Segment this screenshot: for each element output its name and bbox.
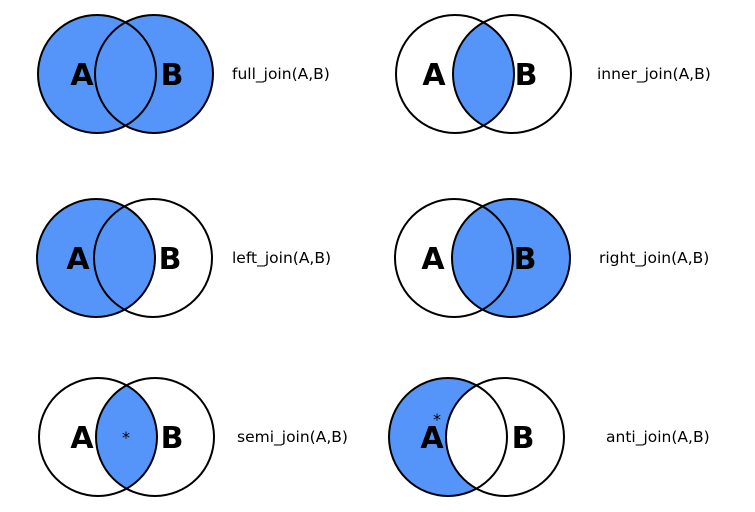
venn-anti-join: A B * — [388, 377, 565, 497]
set-b-label: B — [161, 58, 184, 93]
circle-b-outline — [94, 14, 214, 134]
a-minus-b-fill — [389, 378, 507, 496]
circle-b-fill — [95, 15, 213, 133]
circle-b-outline — [93, 198, 213, 318]
circle-b-fill — [452, 199, 570, 317]
circle-a-outline — [388, 377, 508, 497]
caption-full-join: full_join(A,B) — [232, 65, 330, 83]
venn-left-join: A B — [36, 198, 213, 318]
intersection-fill — [453, 15, 514, 133]
venn-semi-join: A B * — [38, 377, 215, 497]
set-a-label: A — [422, 58, 446, 93]
set-a-label: A — [420, 421, 444, 456]
circle-b-outline — [451, 198, 571, 318]
set-b-label: B — [161, 421, 184, 456]
venn-full-join: A B — [37, 14, 214, 134]
intersection-fill — [96, 378, 157, 496]
set-b-label: B — [159, 242, 182, 277]
venn-right-join: A B — [394, 198, 571, 318]
set-b-label: B — [515, 58, 538, 93]
caption-right-join: right_join(A,B) — [599, 249, 710, 267]
caption-semi-join: semi_join(A,B) — [237, 428, 348, 446]
circle-a-outline — [37, 14, 157, 134]
caption-anti-join: anti_join(A,B) — [606, 428, 710, 446]
caption-inner-join: inner_join(A,B) — [597, 65, 711, 83]
circle-a-outline — [395, 14, 515, 134]
circle-b-outline — [95, 377, 215, 497]
circle-a-outline — [394, 198, 514, 318]
set-b-label: B — [512, 421, 535, 456]
asterisk-marker: * — [122, 428, 130, 447]
circle-b-outline — [445, 377, 565, 497]
circle-a-outline — [38, 377, 158, 497]
circle-b-outline — [452, 14, 572, 134]
set-a-label: A — [70, 421, 94, 456]
asterisk-marker: * — [433, 410, 441, 429]
set-a-label: A — [70, 58, 94, 93]
set-a-label: A — [66, 242, 90, 277]
set-b-label: B — [514, 242, 537, 277]
venn-inner-join: A B — [395, 14, 572, 134]
circle-a-outline — [36, 198, 156, 318]
caption-left-join: left_join(A,B) — [232, 249, 332, 267]
circle-a-fill — [37, 199, 155, 317]
set-a-label: A — [421, 242, 445, 277]
